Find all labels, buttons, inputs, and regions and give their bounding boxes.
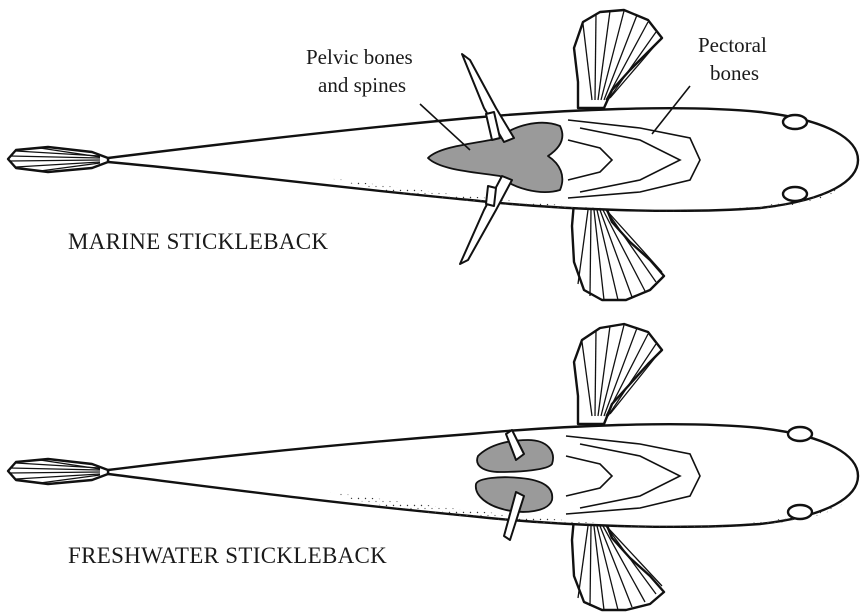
freshwater-bottom-pectoral-fin xyxy=(572,518,664,610)
marine-tail-fin xyxy=(8,147,108,172)
pectoral-label-line-1: Pectoral xyxy=(698,33,767,57)
marine-stickleback: Pelvic bones and spines Pectoral bones M… xyxy=(8,10,858,300)
freshwater-caption: FRESHWATER STICKLEBACK xyxy=(68,543,387,568)
freshwater-stickleback: FRESHWATER STICKLEBACK xyxy=(8,324,858,610)
freshwater-eye-bottom xyxy=(788,505,812,519)
marine-eye-top xyxy=(783,115,807,129)
pelvic-label-line-2: and spines xyxy=(318,73,406,97)
marine-pelvic-spine-small-bottom xyxy=(486,186,496,206)
freshwater-body xyxy=(108,424,858,527)
freshwater-eye-top xyxy=(788,427,812,441)
freshwater-top-pectoral-fin xyxy=(574,324,662,424)
marine-caption: MARINE STICKLEBACK xyxy=(68,229,328,254)
marine-eye-bottom xyxy=(783,187,807,201)
marine-bottom-pectoral-fin xyxy=(572,202,664,300)
freshwater-tail-fin xyxy=(8,459,108,484)
pectoral-label-line-2: bones xyxy=(710,61,759,85)
marine-top-pectoral-fin xyxy=(574,10,662,108)
pelvic-label-line-1: Pelvic bones xyxy=(306,45,413,69)
